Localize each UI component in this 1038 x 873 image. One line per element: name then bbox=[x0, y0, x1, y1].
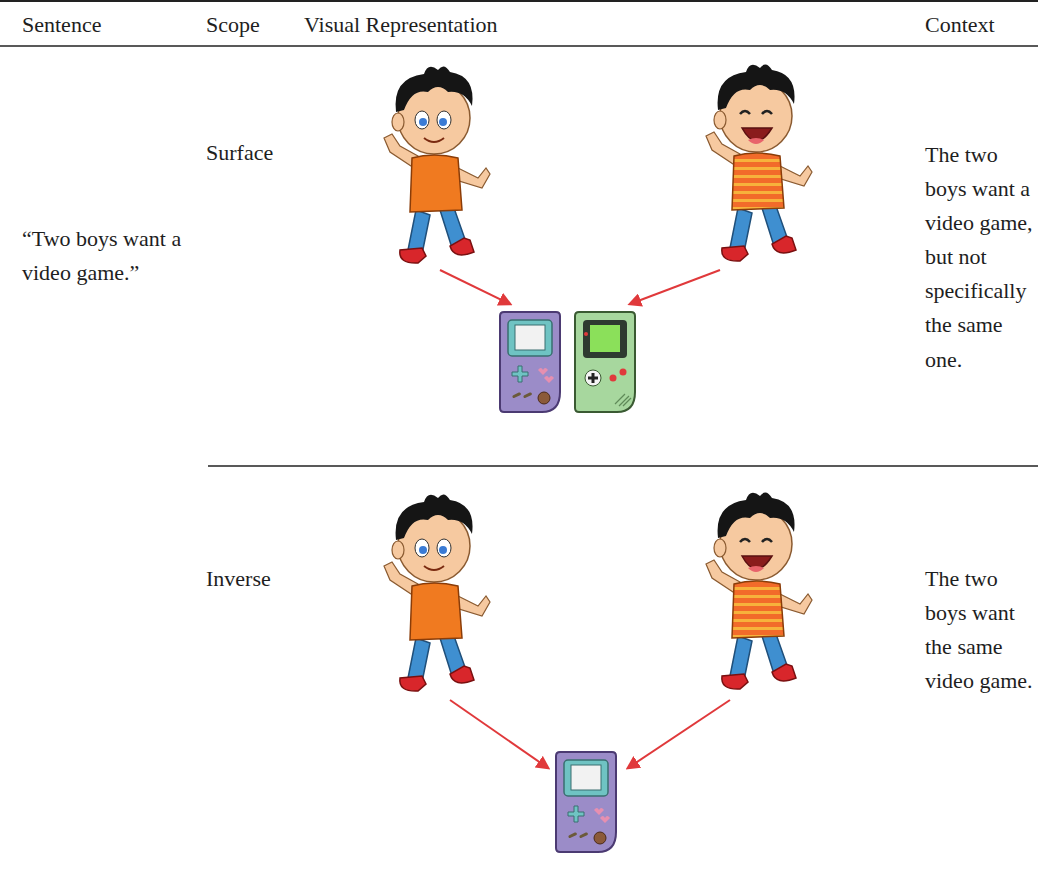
boy-figure bbox=[706, 492, 812, 689]
want-arrow bbox=[630, 270, 720, 304]
boy-figure bbox=[384, 66, 490, 263]
video-game-console bbox=[556, 752, 616, 852]
column-header: Sentence bbox=[22, 8, 192, 42]
table-rule bbox=[0, 45, 1038, 47]
context-cell: The two boys want the same video game. bbox=[925, 562, 1033, 698]
want-arrow bbox=[440, 270, 510, 304]
context-cell: The two boys want a video game, but not … bbox=[925, 138, 1033, 377]
scope-cell: Surface bbox=[206, 136, 301, 170]
column-header: Context bbox=[925, 8, 1033, 42]
video-game-console bbox=[575, 312, 635, 412]
sentence-cell: “Two boys want a video game.” bbox=[22, 222, 187, 290]
table-rule bbox=[208, 465, 1038, 467]
column-header: Scope bbox=[206, 8, 296, 42]
want-arrow bbox=[450, 700, 548, 768]
video-game-console bbox=[500, 312, 560, 412]
boy-figure bbox=[706, 64, 812, 261]
boy-figure bbox=[384, 494, 490, 691]
scope-cell: Inverse bbox=[206, 562, 301, 596]
table-rule bbox=[0, 0, 1038, 2]
column-header: Visual Representation bbox=[304, 8, 624, 42]
want-arrow bbox=[628, 700, 730, 768]
